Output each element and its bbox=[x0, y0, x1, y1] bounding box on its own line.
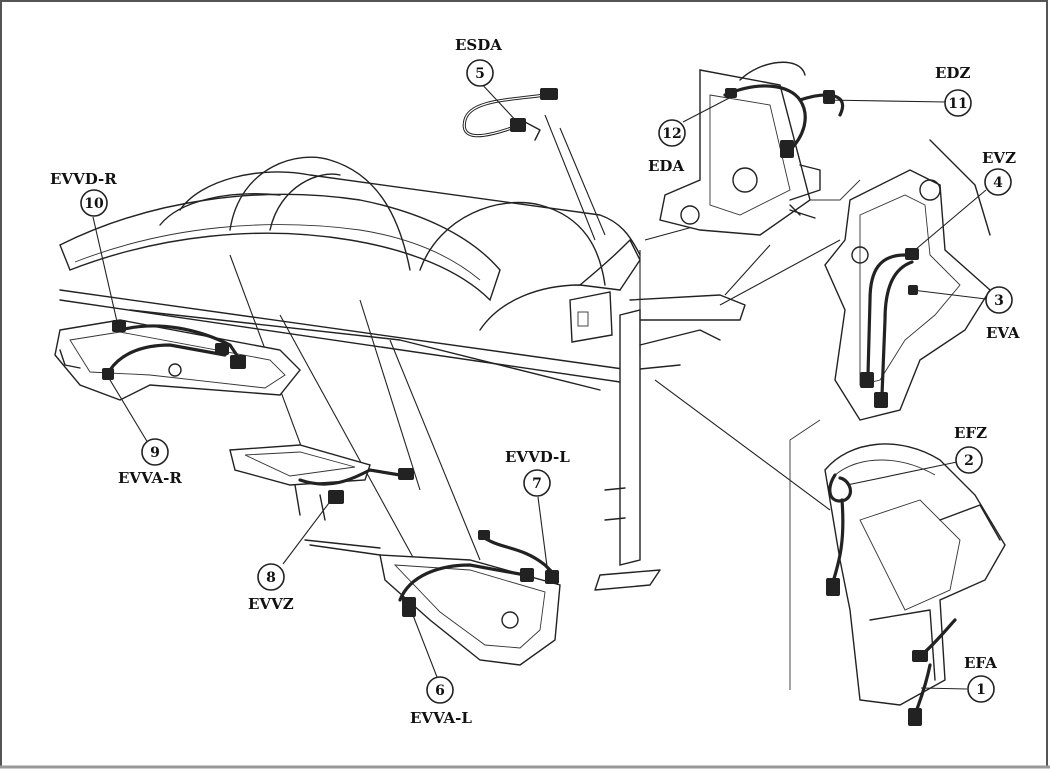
callout-2: 2 EFZ bbox=[954, 424, 987, 474]
callout-3-label: EVA bbox=[986, 324, 1020, 342]
callout-5-circle bbox=[466, 59, 494, 87]
callout-9-number: 9 bbox=[150, 445, 160, 461]
callout-11-number: 11 bbox=[948, 96, 967, 112]
callout-8: 8 EVVZ bbox=[248, 563, 294, 613]
callout-1: 1 EFA bbox=[964, 654, 997, 703]
callout-6: 6 EVVA-L bbox=[410, 676, 472, 727]
callout-5-label: ESDA bbox=[455, 36, 502, 54]
callout-8-circle bbox=[257, 563, 285, 591]
callout-4-label: EVZ bbox=[982, 149, 1016, 167]
callout-5: 5 ESDA bbox=[455, 36, 502, 87]
callout-12: 12 EDA bbox=[648, 119, 686, 175]
callout-12-label: EDA bbox=[648, 157, 684, 175]
callout-11-label: EDZ bbox=[935, 64, 970, 82]
callout-4: 4 EVZ bbox=[982, 149, 1016, 196]
callout-8-number: 8 bbox=[266, 570, 276, 586]
callout-10-number: 10 bbox=[84, 196, 104, 212]
detail-esda bbox=[462, 88, 558, 141]
callout-3: 3 EVA bbox=[985, 286, 1020, 342]
callout-9-circle bbox=[141, 438, 169, 466]
detail-efz-efa bbox=[824, 443, 1006, 726]
callout-2-number: 2 bbox=[964, 453, 974, 469]
callout-10: 10 EVVD-R bbox=[50, 170, 117, 217]
callout-2-label: EFZ bbox=[954, 424, 987, 442]
callout-11: 11 EDZ bbox=[935, 64, 972, 117]
callout-7: 7 EVVD-L bbox=[505, 448, 570, 497]
callout-1-label: EFA bbox=[964, 654, 997, 672]
callout-10-label: EVVD-R bbox=[50, 170, 117, 188]
callout-4-number: 4 bbox=[993, 175, 1003, 191]
callout-12-circle bbox=[658, 119, 686, 147]
detail-evvz bbox=[229, 444, 414, 521]
callout-9: 9 EVVA-R bbox=[118, 438, 182, 487]
callout-10-circle bbox=[80, 189, 108, 217]
callout-leaders bbox=[92, 79, 987, 690]
callout-1-number: 1 bbox=[976, 682, 986, 698]
callout-7-number: 7 bbox=[532, 476, 542, 492]
callout-8-label: EVVZ bbox=[248, 595, 294, 613]
callout-7-circle bbox=[523, 469, 551, 497]
callout-12-number: 12 bbox=[662, 126, 681, 142]
callout-2-circle bbox=[955, 446, 983, 474]
detail-leader-lines bbox=[229, 114, 861, 690]
detail-eva-evz bbox=[824, 139, 991, 421]
callout-7-label: EVVD-L bbox=[505, 448, 570, 466]
callout-9-label: EVVA-R bbox=[118, 469, 182, 487]
detail-eda-edz bbox=[659, 61, 845, 236]
detail-evvd-r-evva-r bbox=[54, 319, 301, 401]
callout-4-circle bbox=[984, 168, 1012, 196]
callout-5-number: 5 bbox=[475, 66, 485, 82]
callout-6-circle bbox=[426, 676, 454, 704]
callout-1-circle bbox=[967, 675, 995, 703]
callout-6-number: 6 bbox=[435, 683, 445, 699]
detail-evva-l-evvd-l bbox=[304, 530, 561, 666]
main-top-frame bbox=[59, 156, 746, 591]
callout-11-circle bbox=[944, 89, 972, 117]
callout-6-label: EVVA-L bbox=[410, 709, 472, 727]
callout-3-circle bbox=[985, 286, 1013, 314]
callout-3-number: 3 bbox=[994, 293, 1004, 309]
